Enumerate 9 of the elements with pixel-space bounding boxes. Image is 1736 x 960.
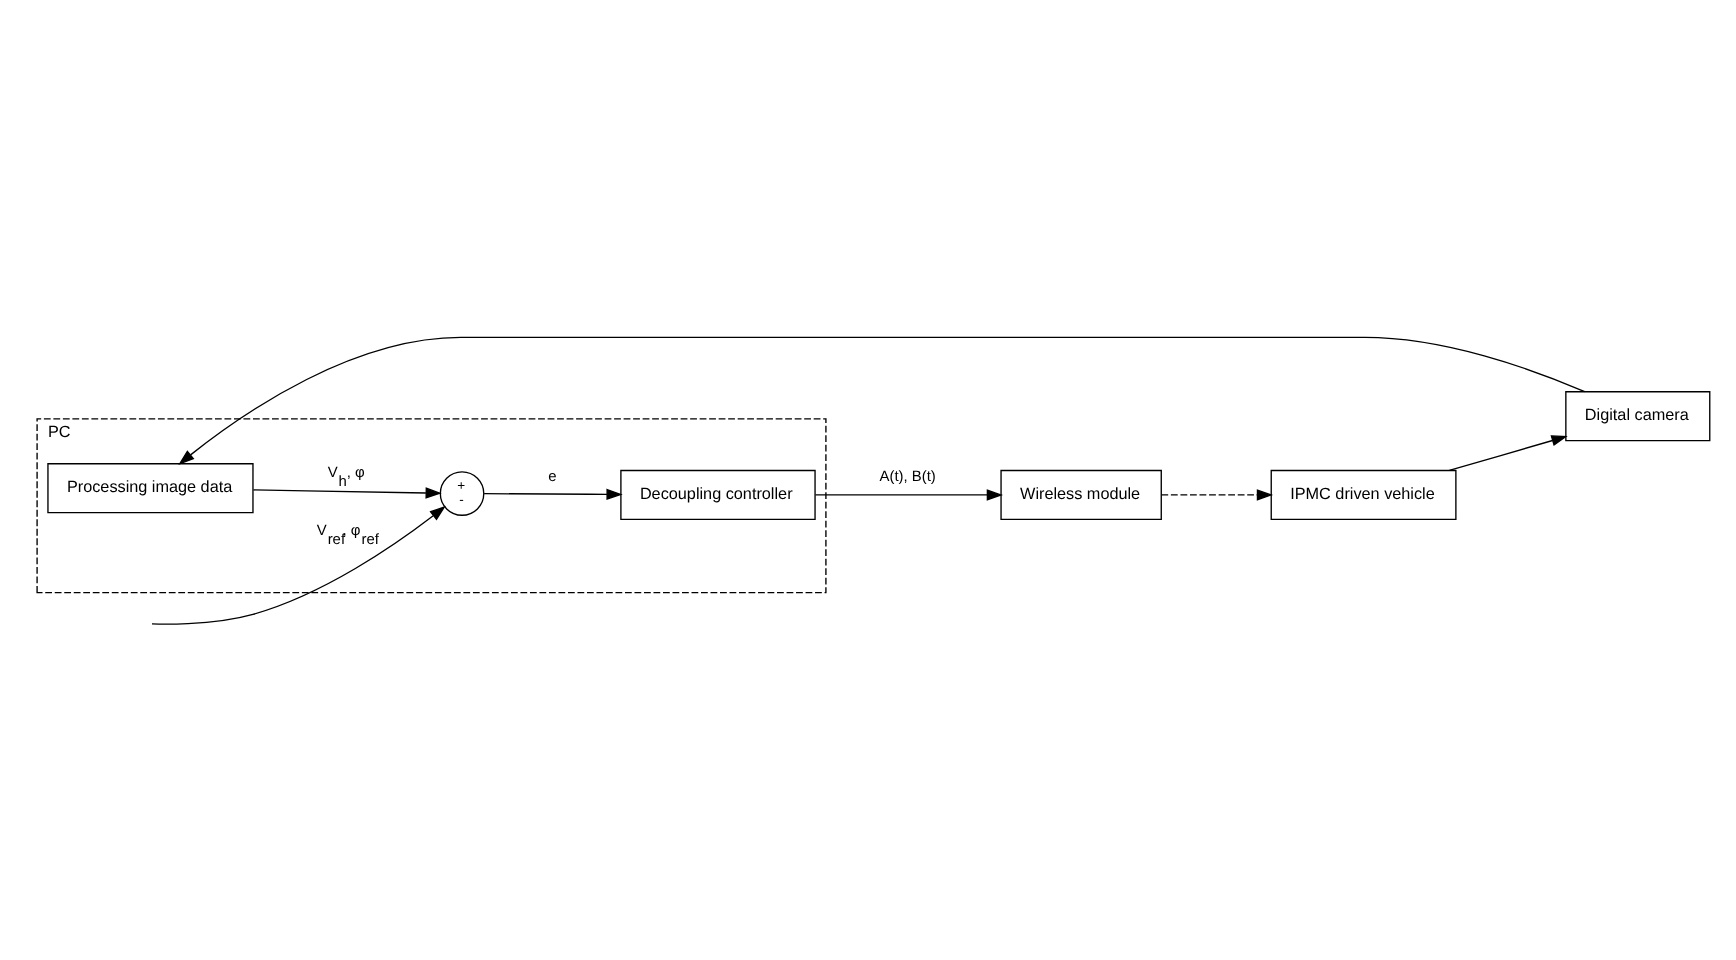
arrow [252, 486, 442, 498]
arrow [151, 504, 446, 624]
edge-label: e [548, 466, 557, 485]
edge-label: A(t), B(t) [879, 466, 936, 485]
arrow [1448, 434, 1568, 471]
arrow [178, 335, 1586, 464]
arrow [814, 488, 1003, 500]
arrow [483, 487, 623, 500]
arrow [1160, 488, 1274, 500]
